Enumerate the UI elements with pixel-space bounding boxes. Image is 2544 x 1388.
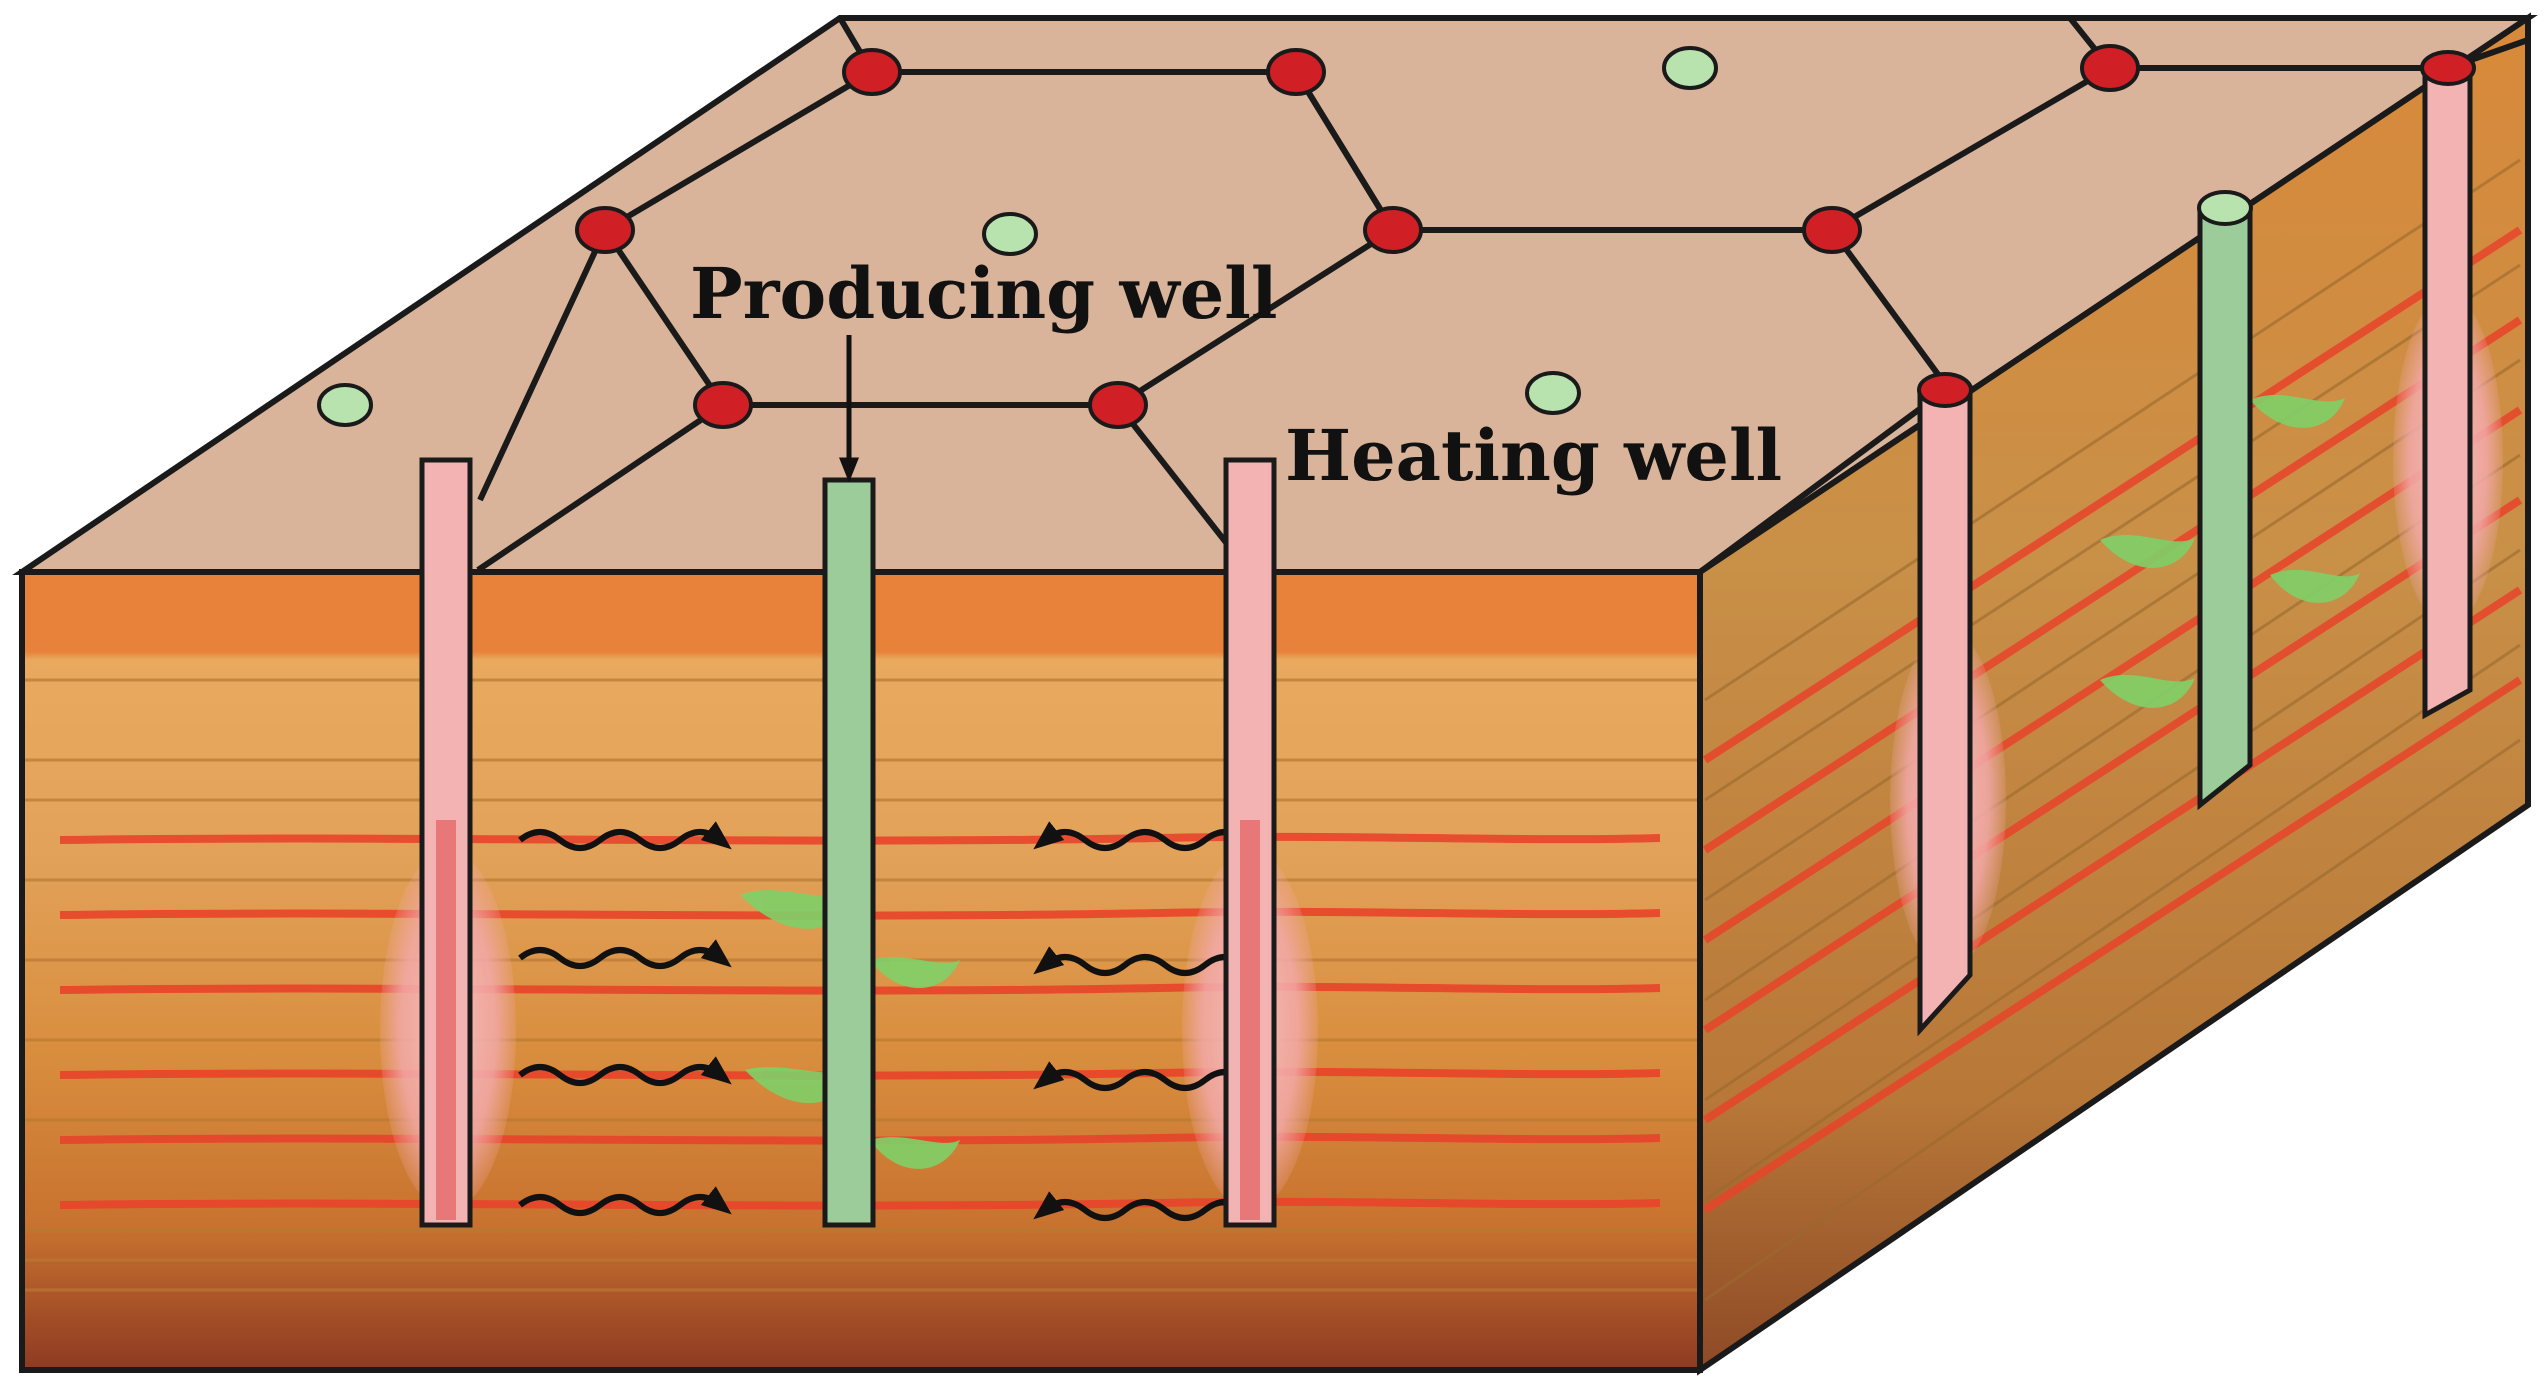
heating-well-node bbox=[2080, 44, 2140, 92]
side-seams bbox=[1702, 226, 2523, 1214]
wavy-arrow-icon bbox=[1033, 1061, 1247, 1091]
producing-well-node bbox=[317, 383, 373, 427]
wavy-arrow-icon bbox=[518, 939, 732, 969]
wavy-arrow-icon bbox=[518, 821, 732, 851]
heating-well-side-2 bbox=[2420, 50, 2476, 720]
heating-well-node bbox=[693, 381, 753, 429]
front-seams bbox=[59, 832, 1661, 1210]
oil-droplet-icon bbox=[2100, 675, 2195, 708]
producing-well-front bbox=[822, 477, 876, 1228]
oil-droplet-icon bbox=[2100, 535, 2195, 568]
oil-droplet-icon bbox=[870, 957, 960, 989]
heating-well-side-1 bbox=[1917, 372, 1973, 1037]
wavy-arrow-icon bbox=[518, 1056, 732, 1086]
wavy-arrow-icon bbox=[1033, 946, 1247, 976]
oil-droplet-icon bbox=[2250, 395, 2345, 428]
heating-well-label: Heating well bbox=[1285, 414, 1782, 497]
oil-droplet-icon bbox=[870, 1137, 960, 1169]
side-strata bbox=[1704, 158, 2521, 1302]
wavy-arrow-icon bbox=[1033, 1191, 1247, 1221]
heating-well-node bbox=[842, 48, 902, 96]
heating-well-node bbox=[1088, 381, 1148, 429]
producing-nodes bbox=[317, 46, 1718, 427]
heating-well-left bbox=[419, 457, 473, 1228]
wavy-arrow-icon bbox=[518, 1186, 732, 1216]
wavy-arrow-icon bbox=[1033, 821, 1247, 851]
heating-well-right bbox=[1223, 457, 1277, 1228]
heating-well-node bbox=[1363, 206, 1423, 254]
producing-well-label: Producing well bbox=[690, 252, 1277, 335]
producing-well-node bbox=[982, 212, 1038, 256]
producing-well-side bbox=[2197, 190, 2253, 811]
wavy-arrows bbox=[518, 821, 1247, 1221]
heating-well-node bbox=[1802, 206, 1862, 254]
oil-droplet-icon bbox=[2270, 570, 2360, 603]
heating-nodes bbox=[575, 44, 2140, 429]
producing-well-node bbox=[1662, 46, 1718, 90]
heating-well-node bbox=[575, 206, 635, 254]
heating-well-node bbox=[1266, 48, 1326, 96]
producing-well-node bbox=[1525, 371, 1581, 415]
